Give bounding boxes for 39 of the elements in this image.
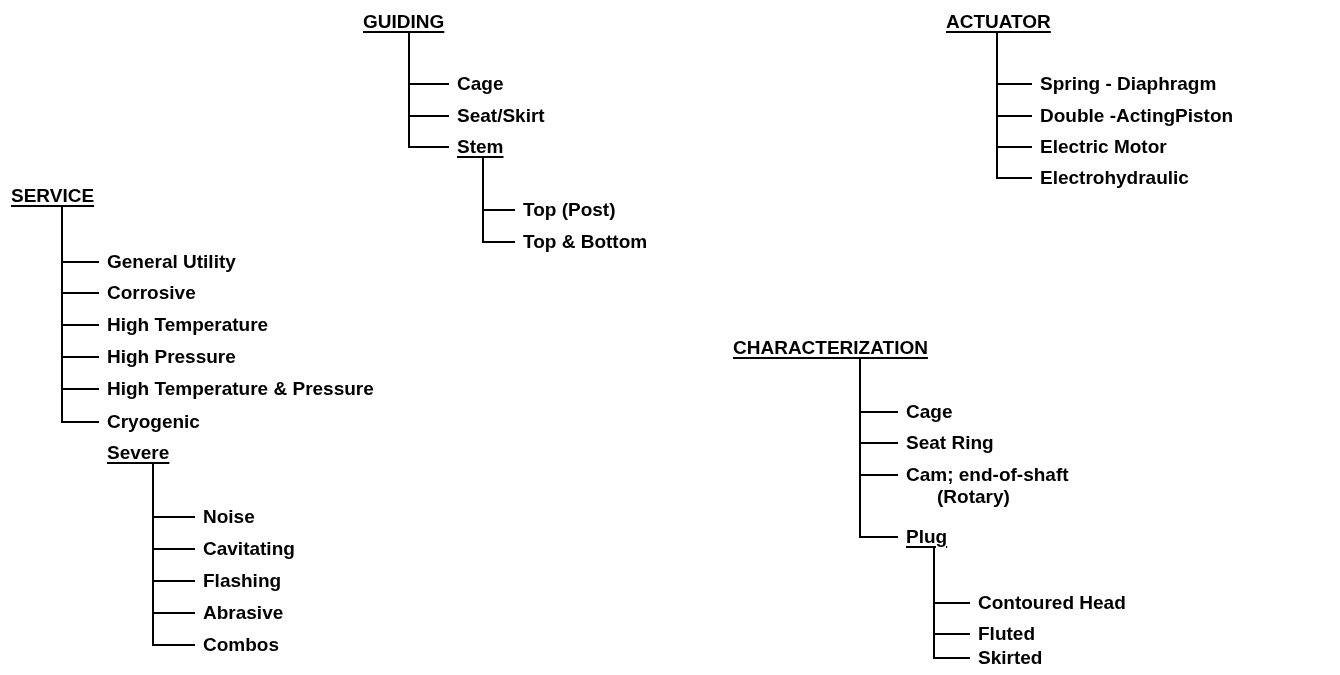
- category-heading: CHARACTERIZATION: [733, 337, 928, 359]
- item-label: General Utility: [107, 251, 236, 273]
- item-label: Cage: [457, 73, 504, 95]
- item-label: Corrosive: [107, 282, 196, 304]
- item-label: Seat/Skirt: [457, 105, 545, 127]
- item-label: High Temperature & Pressure: [107, 378, 374, 400]
- connector-line: [482, 157, 516, 243]
- item-label: Cryogenic: [107, 411, 200, 433]
- item-label: Combos: [203, 634, 279, 656]
- item-label: Top (Post): [523, 199, 616, 221]
- item-label: Top & Bottom: [523, 231, 648, 253]
- connector-line: [996, 32, 1033, 179]
- item-label: Double -ActingPiston: [1040, 105, 1234, 127]
- item-label: Electric Motor: [1040, 136, 1167, 158]
- category-heading: Stem: [457, 136, 504, 158]
- connector-line: [61, 206, 100, 423]
- item-label: Fluted: [978, 623, 1035, 645]
- item-label: Contoured Head: [978, 592, 1126, 614]
- item-label: Noise: [203, 506, 255, 528]
- item-label: High Pressure: [107, 346, 236, 368]
- category-heading: GUIDING: [363, 11, 445, 33]
- connector-line: [933, 547, 971, 659]
- category-heading: Severe: [107, 442, 170, 464]
- connector-line: [408, 32, 450, 148]
- category-heading: Plug: [906, 526, 948, 548]
- item-label: Flashing: [203, 570, 282, 592]
- connector-line: [152, 463, 196, 646]
- item-label: Abrasive: [203, 602, 284, 624]
- connector-line: [859, 358, 899, 538]
- item-label: Cage: [906, 401, 953, 423]
- item-label: Electrohydraulic: [1040, 167, 1189, 189]
- item-label: High Temperature: [107, 314, 269, 336]
- item-label: Skirted: [978, 647, 1043, 669]
- item-label: Cam; end-of-shaft (Rotary): [906, 464, 1117, 508]
- category-heading: ACTUATOR: [946, 11, 1051, 33]
- item-label: Seat Ring: [906, 432, 994, 454]
- item-label: Cavitating: [203, 538, 295, 560]
- category-heading: SERVICE: [11, 185, 95, 207]
- item-label: Spring - Diaphragm: [1040, 73, 1217, 95]
